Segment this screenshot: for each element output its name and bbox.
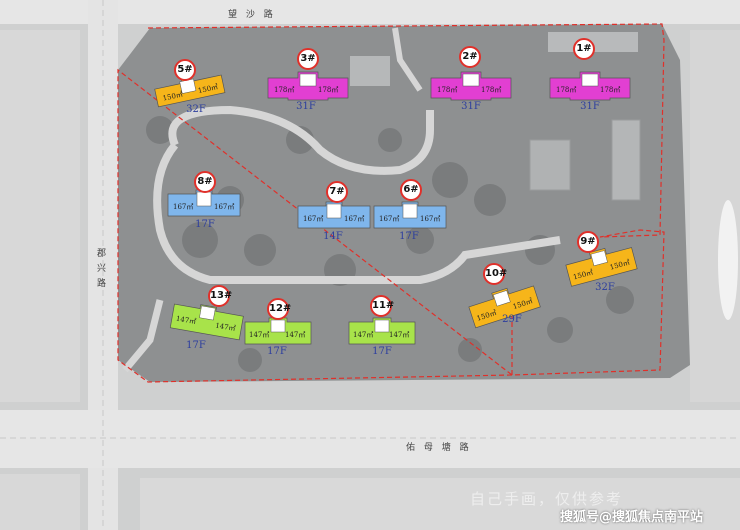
building-number-3: 3# xyxy=(297,48,319,70)
unit-label: 167㎡ xyxy=(303,215,323,223)
watermark-faint: 自己手画，仅供参考 xyxy=(470,490,624,508)
floors-label: 17F xyxy=(195,219,215,230)
floors-label: 31F xyxy=(580,101,600,112)
building-number-1: 1# xyxy=(573,38,595,60)
building-1: 178㎡ 178㎡ xyxy=(548,70,632,106)
floors-label: 31F xyxy=(461,101,481,112)
unit-label: 147㎡ xyxy=(249,331,269,339)
building-number-12: 12# xyxy=(267,298,291,320)
road-label-west: 郡兴路 xyxy=(95,248,105,293)
unit-label: 147㎡ xyxy=(285,331,305,339)
building-9: 150㎡ 150㎡ xyxy=(565,247,638,287)
south-road xyxy=(0,410,740,468)
building-2: 178㎡ 178㎡ xyxy=(429,70,513,106)
building-number-11: 11# xyxy=(370,295,394,317)
building-3: 178㎡ 178㎡ xyxy=(266,70,350,106)
floors-label: 17F xyxy=(186,340,206,351)
floors-label: 17F xyxy=(372,346,392,357)
building-11: 147㎡ 147㎡ xyxy=(347,317,417,352)
watermark-credit: 搜狐号@搜狐焦点南平站 xyxy=(560,510,704,525)
unit-label: 147㎡ xyxy=(389,331,409,339)
unit-label: 178㎡ xyxy=(600,86,620,94)
unit-label: 178㎡ xyxy=(481,86,501,94)
road-label-north: 望 沙 路 xyxy=(228,10,276,20)
building-8: 167㎡ 167㎡ xyxy=(166,189,242,224)
floors-label: 29F xyxy=(502,314,522,325)
building-number-6: 6# xyxy=(400,179,422,201)
building-number-10: 10# xyxy=(483,263,507,285)
building-number-2: 2# xyxy=(459,46,481,68)
unit-label: 178㎡ xyxy=(437,86,457,94)
building-10: 150㎡ 150㎡ xyxy=(468,285,541,329)
building-6: 167㎡ 167㎡ xyxy=(372,201,448,236)
floors-label: 32F xyxy=(595,282,615,293)
building-number-9: 9# xyxy=(577,231,599,253)
unit-label: 167㎡ xyxy=(379,215,399,223)
floors-label: 17F xyxy=(399,231,419,242)
unit-label: 178㎡ xyxy=(556,86,576,94)
north-road xyxy=(0,0,740,24)
building-number-5: 5# xyxy=(174,59,196,81)
site-boundary xyxy=(117,23,665,383)
unit-label: 167㎡ xyxy=(173,203,193,211)
floors-label: 31F xyxy=(296,101,316,112)
building-number-7: 7# xyxy=(326,181,348,203)
unit-label: 147㎡ xyxy=(215,322,236,333)
floors-label: 32F xyxy=(186,104,206,115)
building-number-8: 8# xyxy=(194,171,216,193)
floors-label: 17F xyxy=(267,346,287,357)
unit-label: 167㎡ xyxy=(214,203,234,211)
building-12: 147㎡ 147㎡ xyxy=(243,317,313,352)
building-7: 167㎡ 167㎡ xyxy=(296,201,372,236)
unit-label: 167㎡ xyxy=(420,215,440,223)
unit-label: 147㎡ xyxy=(353,331,373,339)
unit-label: 147㎡ xyxy=(175,315,196,326)
building-number-13: 13# xyxy=(208,285,232,307)
unit-label: 178㎡ xyxy=(318,86,338,94)
building-13: 147㎡ 147㎡ xyxy=(169,303,244,342)
road-label-south: 佑 母 塘 路 xyxy=(406,443,472,453)
floors-label: 14F xyxy=(323,231,343,242)
building-5: 150㎡ 150㎡ xyxy=(153,70,226,108)
unit-label: 167㎡ xyxy=(344,215,364,223)
unit-label: 178㎡ xyxy=(274,86,294,94)
